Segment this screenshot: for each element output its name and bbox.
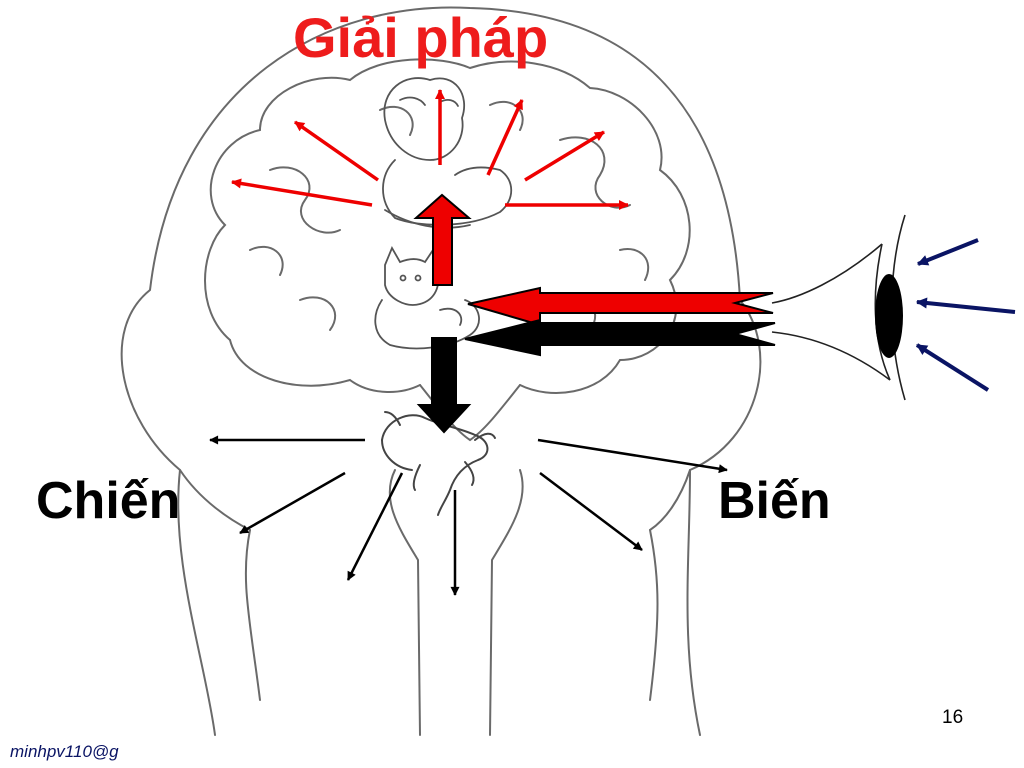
navy-arrow-bottom [915, 343, 990, 392]
footer-text: minhpv110@g [10, 742, 119, 761]
eye-icon [771, 214, 906, 401]
left-label: Chiến [36, 472, 181, 530]
black-arrow-down-left [239, 471, 346, 535]
red-arrow-right-high [524, 130, 605, 182]
cat-figure-icon [374, 245, 480, 350]
red-arrow-left-low [231, 178, 373, 207]
thick-red-arrow-left [467, 286, 774, 327]
lizard-figure-icon [381, 411, 496, 516]
thick-black-arrow-left [464, 318, 776, 357]
red-arrow-left-high [293, 120, 380, 182]
thin-red-arrows [231, 89, 629, 210]
thick-black-arrow-down [416, 337, 472, 434]
slide-title: Giải pháp [293, 6, 549, 69]
black-arrow-down-right [539, 472, 643, 551]
right-label: Biến [718, 472, 831, 530]
black-arrow-down-left-steep [346, 472, 404, 581]
thick-red-arrow-up [413, 193, 472, 286]
page-number: 16 [942, 707, 964, 728]
navy-arrow-top [916, 238, 979, 266]
child-figure-icon [382, 77, 513, 229]
navy-arrows [915, 238, 1016, 392]
navy-arrow-middle [915, 297, 1016, 314]
black-arrow-right [537, 438, 728, 474]
red-arrow-up-right [486, 99, 524, 176]
thin-black-arrows [209, 435, 728, 596]
